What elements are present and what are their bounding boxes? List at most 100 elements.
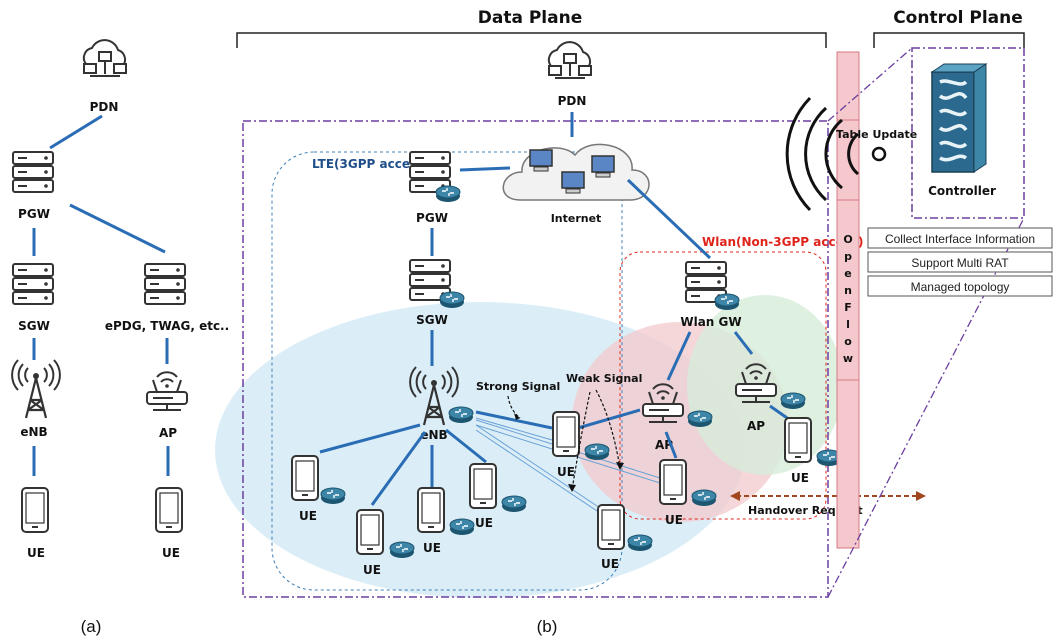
ue-phone-icon xyxy=(291,455,319,501)
panel-a-ue-left-label: UE xyxy=(27,546,45,560)
strong-signal-label: Strong Signal xyxy=(476,380,560,393)
router-icon xyxy=(714,293,740,311)
data-plane-header: Data Plane xyxy=(478,8,583,28)
panel-b-pgw-label: PGW xyxy=(416,211,448,225)
ue-label: UE xyxy=(299,509,317,523)
feature-box xyxy=(867,275,1053,297)
handover-request-label: Handover Request xyxy=(748,504,863,517)
internet-label: Internet xyxy=(551,212,602,225)
controller-box xyxy=(911,47,1025,219)
panel-b: LTE(3GPP access) Wlan(Non-3GPP access) P… xyxy=(215,41,926,598)
openflow-letter: n xyxy=(844,284,852,297)
link-ap1-ue xyxy=(664,431,678,459)
router-icon xyxy=(439,291,465,309)
router-icon xyxy=(389,541,415,559)
panel-b-sgw-label: SGW xyxy=(416,313,448,327)
feature-label: Support Multi RAT xyxy=(911,256,1009,270)
data-plane-box xyxy=(242,120,829,598)
feature-label: Managed topology xyxy=(911,280,1010,294)
pgw-server-icon xyxy=(12,151,54,193)
router-icon xyxy=(780,392,806,410)
ue-phone-icon xyxy=(356,509,384,555)
router-icon xyxy=(584,443,610,461)
panel-a-ap-label: AP xyxy=(159,426,177,440)
panel-b-enb-label: eNB xyxy=(420,428,447,442)
panel-a: PDN PGW SGW eNB UE ePDG, TWAG, etc.. AP … xyxy=(10,39,229,560)
wlan-access-label: Wlan(Non-3GPP access) xyxy=(702,235,863,249)
panel-a-pgw-label: PGW xyxy=(18,207,50,221)
lte-access-label: LTE(3GPP access) xyxy=(312,157,430,171)
router-icon xyxy=(449,518,475,536)
openflow-bar xyxy=(836,51,860,549)
link-pdn-pgw xyxy=(49,114,103,150)
controller-label: Controller xyxy=(928,184,996,198)
link-wlangw-ap1 xyxy=(666,331,692,381)
router-icon xyxy=(501,495,527,513)
panel-a-epdg-label: ePDG, TWAG, etc.. xyxy=(105,319,229,333)
router-icon xyxy=(627,534,653,552)
ue-label: UE xyxy=(557,465,575,479)
link-ap1-ue xyxy=(577,408,641,430)
openflow-letter: l xyxy=(846,318,850,331)
control-plane-bracket xyxy=(873,32,1025,48)
pdn-cloud-icon xyxy=(547,41,592,79)
link-enb-ue-weak xyxy=(475,429,601,514)
ue-phone-icon xyxy=(784,417,812,463)
data-plane-bracket xyxy=(236,32,827,48)
ue-phone-icon xyxy=(417,487,445,533)
router-icon xyxy=(691,489,717,507)
ue-label: UE xyxy=(665,513,683,527)
router-icon xyxy=(687,410,713,428)
ue-phone-icon xyxy=(552,411,580,457)
openflow-letter: F xyxy=(844,301,852,314)
link-enb-ue-strong xyxy=(475,410,553,430)
feature-label: Collect Interface Information xyxy=(885,232,1035,246)
caption-a: (a) xyxy=(81,617,102,636)
openflow-letter: p xyxy=(844,250,852,263)
sgw-server-icon xyxy=(12,263,54,305)
link-enb-ue-weak xyxy=(475,417,553,441)
caption-b: (b) xyxy=(537,617,558,636)
panel-a-sgw-label: SGW xyxy=(18,319,50,333)
ue-label: UE xyxy=(363,563,381,577)
link-enb-ue-weak xyxy=(475,424,601,509)
control-plane: Controller Table Update Collect Interfac… xyxy=(785,47,1053,598)
router-icon xyxy=(448,406,474,424)
strong-signal-arrow xyxy=(507,395,521,419)
feature-box xyxy=(867,227,1053,249)
openflow-letter: e xyxy=(844,267,851,280)
router-icon xyxy=(320,487,346,505)
ue-phone-icon xyxy=(469,463,497,509)
panel-b-ap2-label: AP xyxy=(747,419,765,433)
openflow-letter: w xyxy=(843,352,853,365)
openflow-letter: O xyxy=(843,233,852,246)
link-enb-ue xyxy=(370,431,427,506)
panel-b-wlangw-label: Wlan GW xyxy=(680,315,741,329)
link-enb-ue xyxy=(319,423,421,454)
feature-box xyxy=(867,251,1053,273)
panel-a-enb-label: eNB xyxy=(20,425,47,439)
panel-a-pdn-label: PDN xyxy=(90,100,119,114)
ue-phone-icon xyxy=(21,487,49,533)
link-enb-ue xyxy=(445,428,487,464)
enb-tower-icon xyxy=(10,358,62,420)
weak-signal-label: Weak Signal xyxy=(566,372,642,385)
weak-signal-arrow xyxy=(595,389,621,469)
control-plane-header: Control Plane xyxy=(893,8,1023,28)
link-wlangw-ap2 xyxy=(733,331,754,355)
ue-label: UE xyxy=(791,471,809,485)
ue-phone-icon xyxy=(659,459,687,505)
internet-cloud: Internet xyxy=(502,143,650,225)
ue-phone-icon xyxy=(597,504,625,550)
ue-label: UE xyxy=(423,541,441,555)
openflow-letter: o xyxy=(844,335,852,348)
link-internet-wlangw xyxy=(626,178,712,260)
link-pgw-internet xyxy=(459,166,511,172)
ue-phone-icon xyxy=(155,487,183,533)
signal-waves-icon xyxy=(785,96,887,212)
controller-icon xyxy=(930,63,988,173)
panel-a-ue-right-label: UE xyxy=(162,546,180,560)
pdn-cloud-icon xyxy=(82,39,127,77)
router-icon xyxy=(435,185,461,203)
openflow-channel: O p e n F l o w xyxy=(836,51,860,549)
